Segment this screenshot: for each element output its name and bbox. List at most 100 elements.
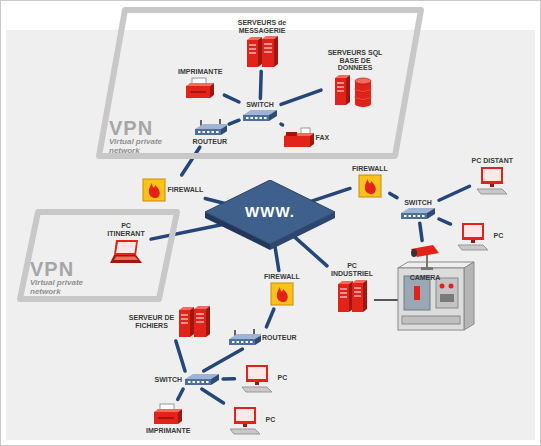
network-cable — [294, 237, 327, 266]
tower-front — [335, 78, 346, 105]
pc: PC — [235, 361, 290, 395]
slab-front — [195, 129, 221, 135]
switch-icon — [183, 373, 221, 387]
screen — [464, 225, 482, 237]
port — [404, 215, 407, 217]
pcind-icon — [336, 278, 368, 314]
flame — [148, 183, 159, 198]
slab-front — [229, 339, 255, 345]
box-front — [154, 412, 178, 424]
port — [260, 117, 263, 119]
network-cable — [420, 223, 422, 240]
port — [246, 341, 249, 343]
stand — [243, 424, 247, 427]
slab-front — [243, 115, 269, 121]
machine-part — [414, 286, 420, 300]
network-switch: SWITCH — [397, 197, 439, 224]
port — [422, 215, 425, 217]
port — [418, 215, 421, 217]
drive-slot — [354, 292, 361, 293]
label-group: SERVEUR DE FICHIERS — [129, 314, 175, 329]
laptop: PC ITINERANT — [101, 220, 151, 268]
stand — [255, 382, 259, 385]
tower-side — [274, 36, 278, 67]
network-cable — [151, 225, 223, 240]
router-icon — [227, 329, 261, 347]
firewall: FIREWALL — [262, 271, 302, 310]
pc: PC — [451, 219, 506, 253]
grey-ground — [6, 30, 535, 440]
machine-window — [404, 276, 430, 310]
port — [216, 131, 219, 133]
screen — [248, 367, 266, 379]
device-label: SERVEUR DE FICHIERS — [129, 314, 175, 329]
server-icon — [176, 305, 212, 339]
network-cable — [182, 147, 200, 175]
device-label: FIREWALL — [352, 165, 388, 173]
pc-icon — [225, 405, 265, 435]
pc-icon — [472, 165, 512, 195]
port — [250, 341, 253, 343]
firewall: FIREWALL — [350, 163, 390, 202]
port — [409, 215, 412, 217]
drive-slot — [337, 91, 344, 92]
printer-icon — [183, 76, 217, 100]
box-top — [284, 133, 314, 136]
network-switch: SWITCH — [153, 371, 224, 389]
port — [207, 131, 210, 133]
tower-front — [194, 309, 206, 337]
device-label: WWW. — [245, 204, 295, 221]
label-group: IMPRIMANTE — [178, 68, 222, 76]
label-group: PC — [278, 374, 288, 382]
pc: PC — [223, 403, 278, 437]
drive-slot — [249, 45, 256, 46]
port — [413, 215, 416, 217]
tower-front — [247, 40, 258, 67]
box-side — [178, 409, 182, 424]
firewall-icon — [269, 281, 295, 307]
box-side — [210, 83, 214, 98]
drive-slot — [196, 314, 204, 315]
slab-side — [427, 208, 435, 219]
switch-icon — [241, 109, 279, 123]
pc-icon — [453, 221, 493, 251]
tower-side — [346, 75, 350, 105]
zone-title: VPN — [30, 259, 92, 279]
network-cable — [281, 90, 321, 104]
camera-pole — [426, 255, 428, 268]
monitor — [234, 407, 256, 424]
tower-side — [190, 307, 194, 337]
drive-slot — [181, 315, 188, 316]
vpn-zone: VPNVirtual private networkPC ITINERANT — [16, 208, 181, 303]
drive-slot — [181, 319, 188, 320]
printer-icon — [151, 402, 185, 426]
vpn-outline — [99, 10, 421, 156]
label-group: SWITCH — [404, 199, 432, 207]
monitor — [481, 167, 503, 184]
disk-top — [355, 86, 371, 92]
flame — [365, 179, 376, 194]
screen — [483, 169, 501, 181]
router: ROUTEUR — [191, 117, 230, 148]
label-group: SWITCH — [155, 376, 183, 384]
camera: CAMERA — [403, 241, 447, 284]
network-cable — [310, 188, 350, 201]
router-icon — [193, 119, 227, 137]
tower-front — [262, 39, 274, 67]
laptop-icon — [108, 238, 144, 266]
port — [193, 381, 196, 383]
label-group: IMPRIMANTE — [146, 427, 190, 435]
machine-base — [402, 316, 460, 324]
internet-hub: WWW. — [205, 180, 335, 250]
drive-slot — [264, 48, 272, 49]
control-panel — [436, 278, 458, 308]
device-label: PC DISTANT — [472, 157, 513, 165]
port — [188, 381, 191, 383]
device-label: PC — [266, 416, 276, 424]
network-switch: SWITCH — [239, 99, 281, 126]
device-label: PC ITINERANT — [103, 222, 149, 237]
drive-slot — [337, 87, 344, 88]
slab-side — [255, 334, 261, 345]
